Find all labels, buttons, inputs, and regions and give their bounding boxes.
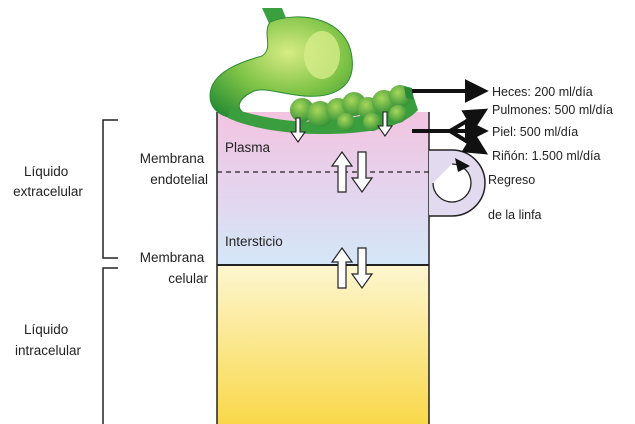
output-label-pulmones: Pulmones: 500 ml/día [492, 103, 613, 117]
interstitium-label: Intersticio [225, 234, 283, 249]
intestine-bead [389, 105, 407, 123]
lungs-output-arrow [450, 111, 484, 131]
intestine-bead [363, 113, 381, 131]
extracellular-fluid-label: Líquido extracelular [13, 164, 83, 199]
lymph-return-label: Regreso de la linfa [488, 173, 542, 222]
intracellular-bracket [103, 268, 118, 424]
output-label-piel: Piel: 500 ml/día [492, 125, 578, 139]
intracellular-compartment [217, 265, 429, 424]
intracellular-fluid-label: Líquido intracelular [15, 322, 82, 358]
cell-membrane-label: Membrana celular [140, 250, 209, 286]
output-label-heces: Heces: 200 ml/día [492, 85, 593, 99]
intestine-bead [337, 113, 355, 131]
stomach-highlight [304, 31, 340, 79]
output-label-rinon: Riñón: 1.500 ml/día [492, 149, 600, 163]
kidney-output-arrow [450, 131, 484, 152]
endothelial-membrane-label: Membrana endotelial [140, 151, 208, 187]
extracellular-bracket [103, 120, 118, 258]
plasma-label: Plasma [225, 140, 271, 155]
